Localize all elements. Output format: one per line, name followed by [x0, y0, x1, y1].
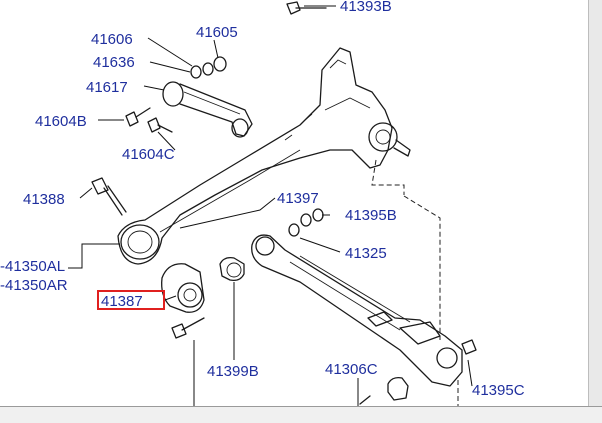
bolt-41393b-drawing	[286, 1, 327, 15]
label-41350al[interactable]: -41350AL	[0, 258, 65, 275]
trailing-arm-drawing	[117, 47, 411, 265]
label-41606[interactable]: 41606	[91, 31, 133, 48]
label-41604c[interactable]: 41604C	[122, 146, 175, 163]
label-41388[interactable]: 41388	[23, 191, 65, 208]
label-41387[interactable]: 41387	[101, 293, 143, 310]
leader-lines	[68, 5, 473, 410]
bolt-41604b-drawing	[125, 107, 151, 127]
label-41306c[interactable]: 41306C	[325, 361, 378, 378]
bushing-41399b-drawing	[219, 256, 245, 282]
bushing-41387-drawing	[161, 263, 205, 313]
horizontal-scrollbar[interactable]	[0, 406, 602, 423]
label-41636[interactable]: 41636	[93, 54, 135, 71]
label-41399b[interactable]: 41399B	[207, 363, 259, 380]
label-41395c[interactable]: 41395C	[472, 382, 525, 399]
bolt-41388-drawing	[91, 177, 127, 216]
label-41605[interactable]: 41605	[196, 24, 238, 41]
label-41617[interactable]: 41617	[86, 79, 128, 96]
label-41395b[interactable]: 41395B	[345, 207, 397, 224]
upper-link-drawing	[162, 81, 253, 138]
bushing-41306c-drawing	[359, 376, 409, 405]
label-41397[interactable]: 41397	[277, 190, 319, 207]
vertical-scrollbar[interactable]	[588, 0, 602, 406]
highlight-box-41387	[97, 290, 165, 310]
washers-41395b-drawing	[288, 208, 324, 237]
label-41393b[interactable]: 41393B	[340, 0, 392, 15]
washers-41606-41605-drawing	[190, 56, 227, 79]
bolt-lower-drawing	[171, 317, 205, 339]
bolt-41604c-drawing	[147, 117, 173, 133]
nut-41395c-drawing	[461, 339, 477, 355]
label-41604b[interactable]: 41604B	[35, 113, 87, 130]
label-41350ar[interactable]: -41350AR	[0, 277, 68, 294]
label-41325[interactable]: 41325	[345, 245, 387, 262]
